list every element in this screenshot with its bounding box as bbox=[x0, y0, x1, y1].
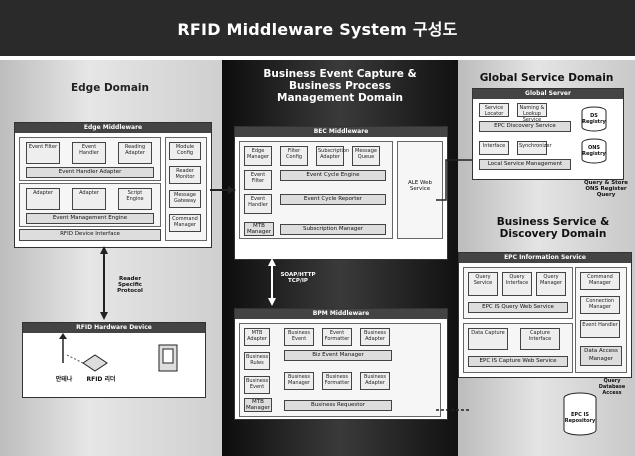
business-domain-label: Business Event Capture & Business Proces… bbox=[263, 68, 417, 104]
bec-sub-bar: Subscription Manager bbox=[280, 224, 386, 235]
bpm-inner-group: MTB Adapter Business Rules Business Even… bbox=[239, 323, 441, 417]
bsd-domain-label: Business Service & Discovery Domain bbox=[496, 216, 610, 240]
epcis-capture-box-1: Data Capture bbox=[468, 328, 508, 350]
epcis-head: EPC Information Service bbox=[459, 253, 631, 263]
epcis-capture-box-2: Capture Interface bbox=[520, 328, 560, 350]
edge-adapter-group: Event Filter Event Handler Reading Adapt… bbox=[19, 137, 161, 181]
epcis-repository-graphic bbox=[563, 392, 597, 436]
ons-registry-label: ONS Registry bbox=[582, 145, 606, 157]
edge-middleware-panel: Edge Middleware Event Filter Event Handl… bbox=[14, 122, 212, 248]
bpm-box-7: Business Manager bbox=[284, 372, 314, 390]
bpm-box-9: Business Adapter bbox=[360, 372, 390, 390]
edge-side-box-2: Reader Monitor bbox=[169, 166, 201, 184]
edge-device-interface-bar: RFID Device Interface bbox=[19, 229, 161, 241]
edge-box-1: Event Filter bbox=[26, 142, 60, 164]
bec-box-1: Edge Manager bbox=[244, 146, 272, 166]
bec-side-label: ALE Web Service bbox=[407, 180, 433, 192]
edge-middleware-head: Edge Middleware bbox=[15, 123, 211, 133]
bpm-middleware-head: BPM Middleware bbox=[235, 309, 447, 319]
edge-engine-group: Adapter Adapter Script Engine Event Mana… bbox=[19, 183, 161, 227]
epcis-repository-label: EPC IS Repository bbox=[564, 412, 596, 424]
bec-box-6: Message Queue bbox=[352, 146, 380, 166]
bec-cycle-bar: Event Cycle Engine bbox=[280, 170, 386, 181]
edge-device-protocol-label: Reader Specific Protocol bbox=[117, 276, 143, 294]
rfid-device-head: RFID Hardware Device bbox=[23, 323, 205, 333]
edge-adapter-bar: Event Handler Adapter bbox=[26, 167, 154, 178]
business-domain-column: Business Event Capture & Business Proces… bbox=[222, 60, 458, 456]
global-server-head: Global Server bbox=[473, 89, 623, 99]
epcis-box-2: Query Interface bbox=[502, 272, 532, 296]
epcis-side-box-2: Connection Manager bbox=[580, 296, 620, 314]
edge-connector bbox=[100, 246, 108, 320]
bec-report-bar: Event Cycle Reporter bbox=[280, 194, 386, 205]
epcis-panel: EPC Information Service Query Service Qu… bbox=[458, 252, 632, 378]
edge-engine-bar: Event Management Engine bbox=[26, 213, 154, 224]
bec-bpm-protocol-label: SOAP/HTTP TCP/IP bbox=[280, 272, 316, 284]
global-box-1: Service Locator bbox=[479, 103, 509, 117]
global-box-4: Synchronizer bbox=[517, 141, 552, 155]
global-box-3: Interface bbox=[479, 141, 509, 155]
epcis-side-box-3: Event Handler bbox=[580, 320, 620, 338]
edge-domain-column: Edge Domain Edge Middleware Event Filter… bbox=[0, 60, 222, 456]
bec-mtb-manager: MTB Manager bbox=[244, 222, 274, 236]
bpm-mtb-manager: MTB Manager bbox=[244, 398, 272, 412]
rfid-device-panel: RFID Hardware Device 안테나 RFID 리더 bbox=[22, 322, 206, 398]
bec-inner-group: Edge Manager Event Filter Event Handler … bbox=[239, 141, 393, 239]
edge-box-5: Adapter bbox=[72, 188, 106, 210]
edge-box-4: Adapter bbox=[26, 188, 60, 210]
epcis-capture-group: Data Capture Capture Interface EPC IS Ca… bbox=[463, 323, 573, 373]
global-server-panel: Global Server Service Locator Naming & L… bbox=[472, 88, 624, 180]
bec-box-4: Filter Config bbox=[280, 146, 308, 166]
epcis-capture-bar: EPC IS Capture Web Service bbox=[468, 356, 568, 367]
bec-middleware-head: BEC Middleware bbox=[235, 127, 447, 137]
bec-box-3: Event Handler bbox=[244, 194, 272, 214]
global-domain-column: Global Service Domain Global Server Serv… bbox=[458, 60, 635, 456]
global-box-2: Naming & Lookup Service bbox=[517, 103, 547, 123]
epcis-side-box-1: Command Manager bbox=[580, 272, 620, 290]
bec-bpm-connector bbox=[268, 258, 276, 306]
ds-registry-label: DS Registry bbox=[582, 113, 606, 125]
rfid-device-graphic bbox=[59, 333, 178, 372]
edge-domain-label: Edge Domain bbox=[70, 82, 149, 94]
edge-box-3: Reading Adapter bbox=[118, 142, 152, 164]
edge-box-6: Script Engine bbox=[118, 188, 152, 210]
global-domain-label: Global Service Domain bbox=[479, 72, 614, 84]
global-bar-2: Local Service Management bbox=[479, 159, 571, 170]
epcis-query-group: Query Service Query Interface Query Mana… bbox=[463, 267, 573, 319]
bpm-box-2: Business Rules bbox=[244, 352, 270, 370]
edge-box-2: Event Handler bbox=[72, 142, 106, 164]
epcis-query-bar: EPC IS Query Web Service bbox=[468, 302, 568, 313]
antenna-label: 안테나 bbox=[55, 376, 73, 383]
global-disk-graphic bbox=[581, 106, 607, 164]
edge-side-box-1: Module Config bbox=[169, 142, 201, 160]
repo-connector-label: Query Database Access bbox=[598, 378, 626, 396]
bpm-box-5: Event Formatter bbox=[322, 328, 352, 346]
bpm-box-3: Business Event bbox=[244, 376, 270, 394]
epcis-box-3: Query Manager bbox=[536, 272, 566, 296]
edge-side-box-4: Command Manager bbox=[169, 214, 201, 232]
epcis-box-1: Query Service bbox=[468, 272, 498, 296]
title-bar: RFID Middleware System 구성도 bbox=[0, 0, 635, 56]
bec-box-2: Event Filter bbox=[244, 170, 272, 190]
bpm-box-6: Business Adapter bbox=[360, 328, 390, 346]
epcis-side-group: Command Manager Connection Manager Event… bbox=[575, 267, 627, 373]
reader-label: RFID 리더 bbox=[86, 376, 116, 383]
bpm-event-bar: Biz Event Manager bbox=[284, 350, 392, 361]
bpm-middleware-panel: BPM Middleware MTB Adapter Business Rule… bbox=[234, 308, 448, 420]
edge-side-box-3: Message Gateway bbox=[169, 190, 201, 208]
bpm-box-1: MTB Adapter bbox=[244, 328, 270, 346]
bec-box-5: Subscription Adapter bbox=[316, 146, 349, 166]
bpm-box-8: Business Formatter bbox=[322, 372, 352, 390]
bpm-request-bar: Business Requestor bbox=[284, 400, 392, 411]
edge-side-group: Module Config Reader Monitor Message Gat… bbox=[165, 137, 207, 241]
global-connector-label: Query & Store ONS Register Query bbox=[583, 180, 629, 198]
diagram-title: RFID Middleware System 구성도 bbox=[177, 20, 458, 39]
global-ons-bar: EPC Discovery Service bbox=[479, 121, 571, 132]
epcis-side-bar: Data Access Manager bbox=[580, 346, 622, 366]
bpm-box-4: Business Event bbox=[284, 328, 314, 346]
